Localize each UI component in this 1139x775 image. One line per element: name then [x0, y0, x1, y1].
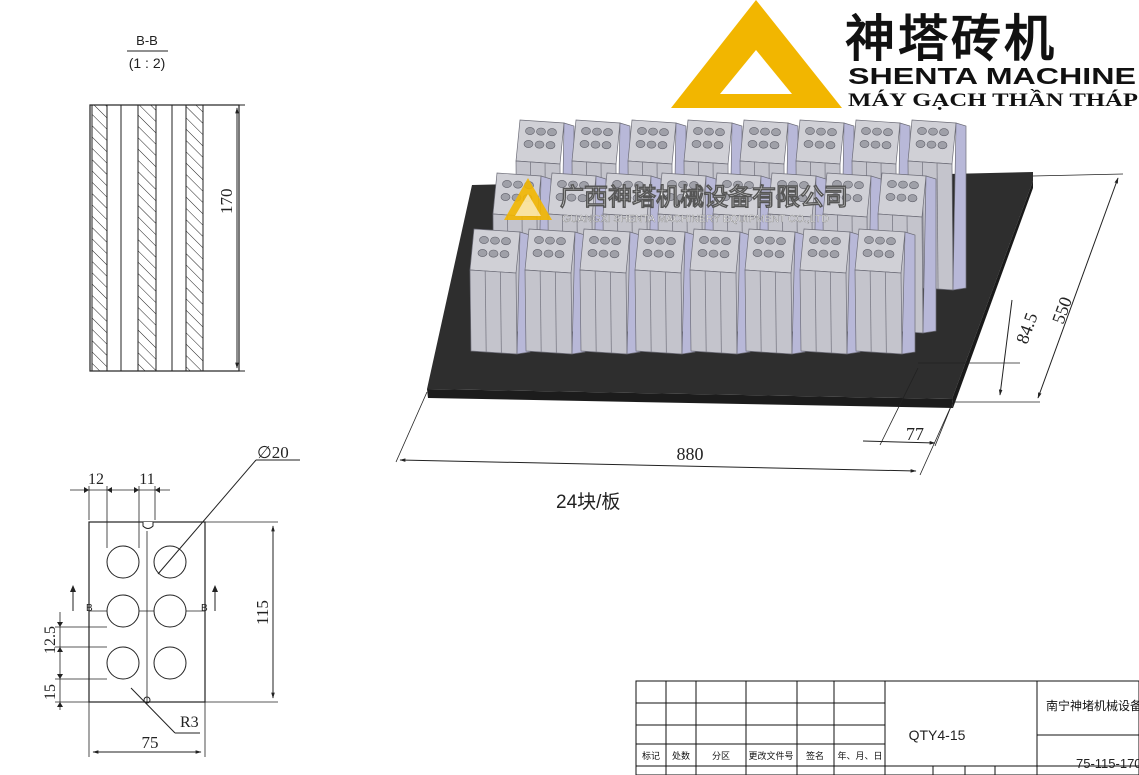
logo-name-cn: 神塔砖机 [845, 10, 1057, 68]
radius-label: R3 [180, 714, 199, 731]
block [689, 228, 751, 355]
tb-header-count: 处数 [672, 750, 690, 762]
tb-header-date: 年、月、日 [837, 750, 882, 762]
pallet-view: 880 550 84.5 77 24块/板 [395, 119, 1124, 513]
hole [153, 646, 187, 680]
title-block-text: 标记 处数 分区 更改文件号 签名 年、月、日 QTY4-15 南宁神堵机械设备… [642, 698, 1139, 771]
logo-name-vn: MÁY GẠCH THẦN THÁP [848, 89, 1138, 111]
dim-12: 12 [88, 471, 104, 488]
tb-header-zone: 分区 [712, 751, 730, 762]
tb-header-signature: 签名 [806, 750, 824, 762]
front-view: ∅20 12 11 115 B B 12.5 15 R3 [42, 443, 300, 757]
hole [106, 646, 140, 680]
title-block [635, 680, 1139, 775]
dim-84-5: 84.5 [1012, 310, 1042, 346]
section-mark-right: B [201, 603, 208, 614]
hole [153, 594, 187, 628]
dim-12-5: 12.5 [42, 626, 59, 654]
dim-550: 550 [1048, 294, 1076, 326]
block [634, 228, 696, 355]
dim-11: 11 [139, 471, 154, 488]
dim-77: 77 [906, 424, 924, 444]
section-mark-left: B [86, 603, 93, 614]
tb-header-mark: 标记 [642, 750, 660, 762]
watermark-company-cn: 广西神塔机械设备有限公司 [560, 183, 848, 211]
logo-name-en: SHENTA MACHINE [848, 63, 1136, 89]
section-height-label: 170 [217, 189, 236, 215]
pallet-edge [427, 389, 953, 408]
dim-880: 880 [677, 444, 704, 464]
block-grid [469, 119, 967, 355]
watermark-company-en: GUANGXI SHENTA MACHINERY EQUIPMENT CO.,L… [562, 213, 829, 225]
tb-header-change-doc: 更改文件号 [748, 750, 793, 762]
block [799, 228, 861, 355]
section-title: B-B [136, 33, 158, 48]
brand-logo: 神塔砖机 SHENTA MACHINE MÁY GẠCH THẦN THÁP [671, 0, 1138, 111]
hole [106, 594, 140, 628]
section-outline [89, 104, 240, 372]
section-scale: (1 : 2) [129, 55, 166, 71]
tb-product-code: QTY4-15 [909, 727, 966, 743]
blocks-per-pallet-caption: 24块/板 [556, 491, 620, 513]
block [524, 228, 586, 355]
dim-115: 115 [253, 600, 272, 625]
company-watermark: 广西神塔机械设备有限公司 GUANGXI SHENTA MACHINERY EQ… [504, 178, 848, 225]
block [854, 228, 916, 355]
section-view-b-b: B-B (1 : 2) 170 [89, 33, 245, 372]
dim-75: 75 [142, 733, 159, 752]
block [744, 228, 806, 355]
hole [106, 545, 140, 579]
diameter-label: ∅20 [257, 443, 289, 462]
block [579, 228, 641, 355]
block [469, 228, 531, 355]
dim-15: 15 [42, 684, 59, 700]
tb-drawing-number: 75-115-170 [1076, 756, 1139, 771]
tb-company: 南宁神堵机械设备 [1046, 698, 1139, 713]
